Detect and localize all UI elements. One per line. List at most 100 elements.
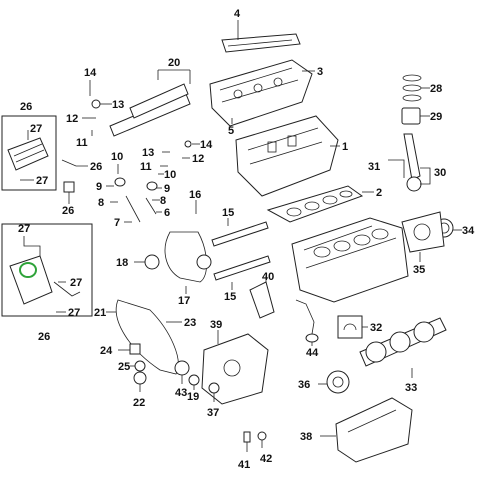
callout-27e: 27 — [68, 307, 80, 319]
part-26-hose[interactable] — [61, 159, 88, 167]
part-14-plug[interactable] — [184, 140, 192, 148]
callout-11a: 11 — [76, 137, 88, 149]
callout-1: 1 — [342, 141, 348, 153]
callout-12a: 12 — [66, 113, 78, 125]
callout-13b: 13 — [142, 147, 154, 159]
callout-27d: 27 — [70, 277, 82, 289]
callout-15a: 15 — [222, 207, 234, 219]
callout-11b: 11 — [140, 161, 152, 173]
part-37-oil-seal[interactable] — [208, 382, 220, 394]
part-6-valve[interactable] — [145, 197, 157, 215]
leader-30 — [420, 167, 431, 185]
callout-10b: 10 — [164, 169, 176, 181]
callout-9a: 9 — [96, 181, 102, 193]
part-28-piston-rings[interactable] — [402, 74, 422, 102]
callout-23: 23 — [184, 317, 196, 329]
part-19-seal[interactable] — [188, 374, 200, 386]
callout-4: 4 — [234, 8, 241, 20]
part-1-cylinder-head[interactable] — [235, 115, 339, 197]
callout-31: 31 — [368, 161, 380, 173]
part-35-seal-retainer[interactable] — [401, 211, 445, 253]
part-40-bracket[interactable] — [249, 281, 275, 319]
part-26-sensor[interactable] — [63, 181, 75, 193]
callout-17: 17 — [178, 295, 190, 307]
callout-14b: 14 — [200, 139, 213, 151]
part-9-valve-spring[interactable] — [114, 177, 126, 187]
callout-8b: 8 — [160, 195, 166, 207]
part-20-camshafts[interactable] — [109, 83, 191, 137]
part-4-engine-cover[interactable] — [221, 33, 301, 53]
part-29-piston[interactable] — [401, 107, 421, 125]
part-15-balance-shaft-a[interactable] — [211, 221, 269, 247]
callout-18: 18 — [116, 257, 128, 269]
callout-10a: 10 — [111, 151, 123, 163]
callout-27c: 27 — [18, 223, 30, 235]
callout-25: 25 — [118, 361, 130, 373]
callout-27b: 27 — [36, 175, 48, 187]
part-33-crankshaft[interactable] — [359, 317, 447, 367]
callout-20: 20 — [168, 57, 180, 69]
callout-21: 21 — [94, 307, 106, 319]
callout-36: 36 — [298, 379, 310, 391]
part-22-pulley[interactable] — [133, 371, 147, 385]
engine-block[interactable] — [291, 217, 409, 303]
part-36-crankshaft-pulley[interactable] — [326, 370, 350, 394]
callout-6: 6 — [164, 207, 170, 219]
callout-3: 3 — [317, 66, 323, 78]
part-13-bolt[interactable] — [91, 99, 101, 109]
part-17-sprocket[interactable] — [196, 254, 212, 270]
callout-33: 33 — [405, 382, 417, 394]
callout-30: 30 — [434, 167, 446, 179]
callout-29: 29 — [430, 111, 442, 123]
callout-43: 43 — [175, 387, 187, 399]
callout-26a: 26 — [20, 101, 32, 113]
callout-26-bottom: 26 — [38, 331, 50, 343]
callout-40: 40 — [262, 271, 274, 283]
part-32-bearing[interactable] — [337, 315, 363, 339]
part-44-oil-pickup[interactable] — [295, 299, 319, 343]
part-39-front-cover[interactable] — [201, 333, 269, 405]
callout-38: 38 — [300, 431, 312, 443]
callout-32: 32 — [370, 322, 382, 334]
part-25-idler[interactable] — [134, 360, 146, 372]
part-26-upper-timing-cover[interactable] — [7, 137, 49, 171]
callout-2: 2 — [376, 187, 382, 199]
callout-9b: 9 — [164, 183, 170, 195]
part-23-belt[interactable] — [116, 299, 179, 375]
part-24-tensioner[interactable] — [129, 343, 141, 355]
callout-24: 24 — [100, 345, 113, 357]
callout-37: 37 — [207, 407, 219, 419]
callout-35: 35 — [413, 264, 425, 276]
part-9-valve-spring-b[interactable] — [146, 181, 158, 191]
part-2-head-gasket[interactable] — [266, 185, 364, 223]
callout-15b: 15 — [224, 291, 236, 303]
callout-27a: 27 — [30, 123, 42, 135]
part-38-oil-pan[interactable] — [335, 397, 413, 463]
part-15-balance-shaft-b[interactable] — [213, 255, 271, 281]
callout-5: 5 — [228, 125, 234, 137]
callout-26b: 26 — [90, 161, 102, 173]
part-17-timing-chain[interactable] — [164, 231, 207, 283]
callout-44: 44 — [306, 347, 319, 359]
inset-box-top — [1, 115, 57, 191]
part-3-valve-cover[interactable] — [209, 59, 313, 127]
highlighted-gasket-27[interactable] — [19, 262, 37, 278]
callout-22: 22 — [133, 397, 145, 409]
callout-28: 28 — [430, 83, 442, 95]
callout-12b: 12 — [192, 153, 204, 165]
part-30-connecting-rod[interactable] — [403, 133, 422, 192]
part-41-bolt[interactable] — [243, 431, 251, 443]
part-43-pulley[interactable] — [174, 360, 190, 376]
callout-7: 7 — [114, 217, 120, 229]
part-7-valve[interactable] — [125, 195, 141, 223]
callout-19: 19 — [187, 391, 199, 403]
callout-41: 41 — [238, 459, 250, 471]
callout-42: 42 — [260, 453, 272, 465]
callout-39: 39 — [210, 319, 222, 331]
callout-16: 16 — [189, 189, 201, 201]
part-42-washer[interactable] — [257, 431, 267, 441]
part-18-sprocket[interactable] — [144, 254, 160, 270]
leader-31 — [388, 159, 405, 178]
